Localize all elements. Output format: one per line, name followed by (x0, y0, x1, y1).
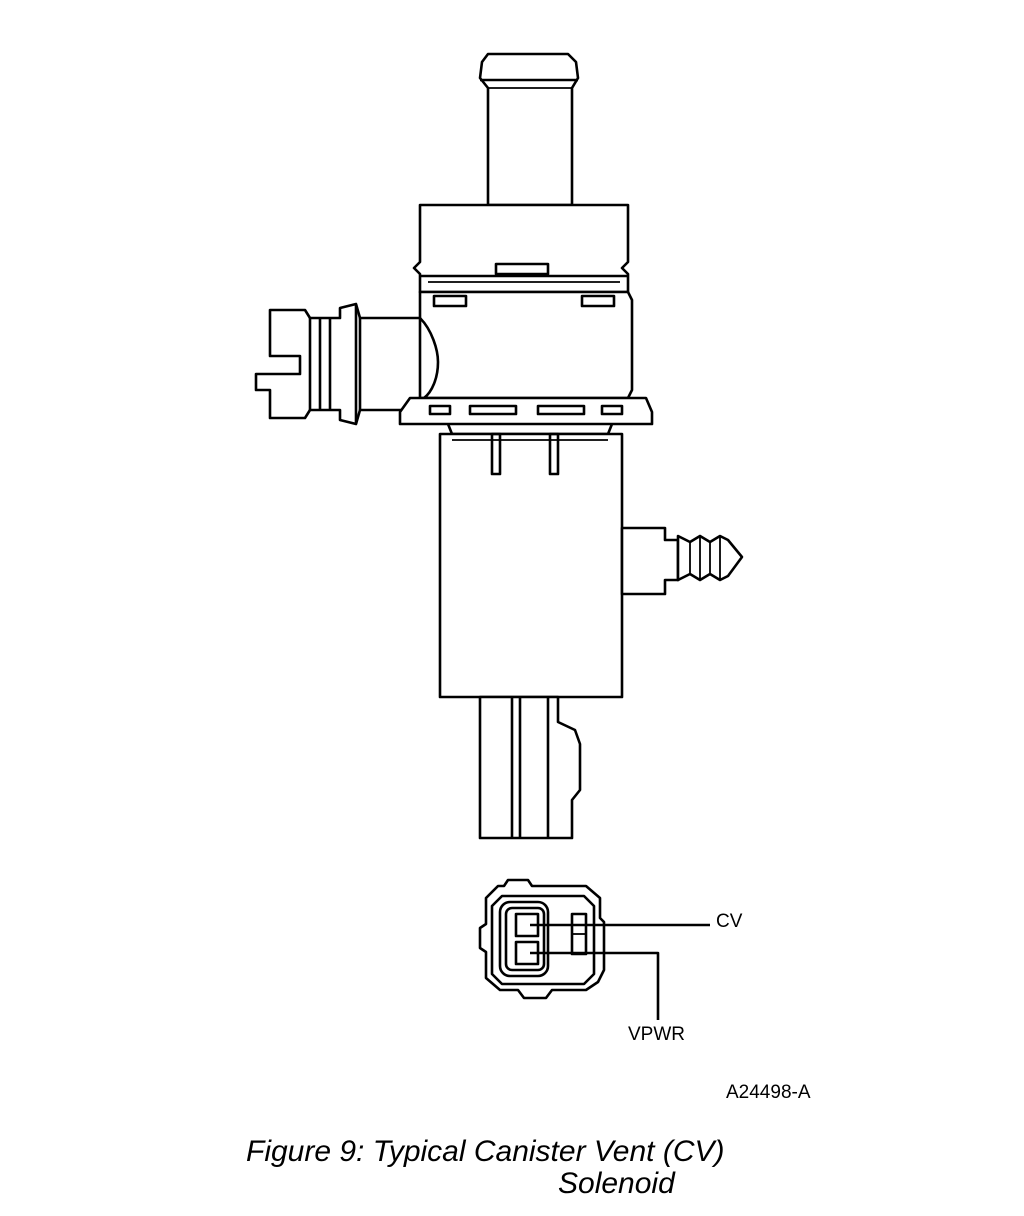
cv-pin-label: CV (716, 911, 743, 932)
pin-leader-lines (530, 923, 710, 1020)
vpwr-pin-label: VPWR (628, 1024, 685, 1045)
barbed-fitting (620, 526, 744, 596)
middle-body (418, 290, 634, 400)
connector-end-view (478, 878, 606, 1000)
figure-caption-line-2: Solenoid (558, 1167, 675, 1200)
bottom-connector-stem (478, 695, 582, 840)
mounting-flange (398, 396, 654, 436)
side-connector (254, 302, 438, 426)
solenoid-body (438, 432, 624, 699)
top-hose-port (478, 52, 580, 207)
upper-housing (412, 203, 630, 294)
figure-caption-line-1: Figure 9: Typical Canister Vent (CV) (246, 1135, 725, 1168)
figure-reference-code: A24498-A (726, 1082, 811, 1103)
